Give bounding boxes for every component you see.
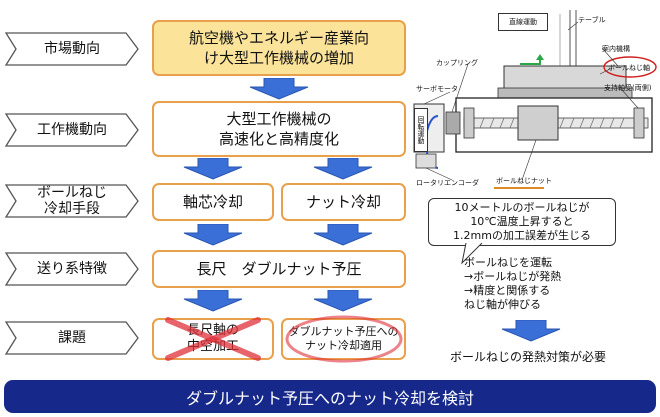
rotary-motion-label: 回転運動 [414,108,428,152]
coupling-label: カップリング [436,59,478,67]
step-label: 工作機動向 [37,122,107,138]
down-arrow-3a [183,224,243,246]
down-arrow-3b [313,224,373,246]
step-machine-trend: 工作機動向 [4,112,140,148]
step-label: 送り系特徴 [37,261,107,277]
nut-cooling-box: ナット冷却 [281,183,406,221]
step-label: ボールねじ 冷却手段 [37,185,107,217]
chevron-shape [4,184,139,218]
chevron-shape [4,252,139,286]
conclusion-text: ボールねじの発熱対策が必要 [450,350,607,364]
step-issue: 課題 [4,320,140,356]
ball-screw-diagram [413,10,657,189]
circle-mark-icon [285,315,403,363]
cross-mark-icon [165,317,261,361]
linear-motion-label: 直線運動 [498,13,548,31]
step-label: 市場動向 [44,41,100,57]
step-feed-feature: 送り系特徴 [4,251,140,287]
ball-screw-nut-label: ボールねじナット [496,177,552,185]
support-bearing-label: 支持軸受(両側) [604,84,652,92]
down-arrow-right [501,320,561,342]
down-arrow-2b [313,158,373,180]
down-arrow-2a [183,158,243,180]
chevron-shape [4,113,139,147]
step-market-trend: 市場動向 [4,31,140,67]
guide-label: 案内機構 [602,45,630,53]
down-arrow-4b [313,290,373,312]
chevron-shape [4,321,139,355]
shaft-cooling-box: 軸芯冷却 [152,183,274,221]
step-label: 課題 [58,330,86,346]
mechanism-note: ボールねじを運転 →ボールねじが発熱 →精度と関係する ねじ軸が伸びる [464,256,562,311]
chevron-shape [4,32,139,66]
table-label: テーブル [578,16,606,24]
ball-screw-shaft-label: ボールねじ軸 [608,64,650,72]
callout-tail [461,243,483,265]
machine-box: 大型工作機械の 高速化と高精度化 [152,101,406,157]
feature-box: 長尺 ダブルナット予圧 [152,250,406,288]
step-cooling-means: ボールねじ 冷却手段 [4,183,140,219]
down-arrow-1 [249,78,309,100]
summary-banner: ダブルナット予圧へのナット冷却を検討 [4,380,656,413]
down-arrow-4a [183,290,243,312]
rotary-encoder-label: ロータリエンコーダ [416,179,479,187]
servo-motor-label: サーボモータ [416,85,458,93]
market-box: 航空機やエネルギー産業向 け大型工作機械の増加 [152,20,406,76]
info-box: 10メートルのボールねじが 10℃温度上昇すると 1.2mmの加工誤差が生じる [428,198,616,246]
